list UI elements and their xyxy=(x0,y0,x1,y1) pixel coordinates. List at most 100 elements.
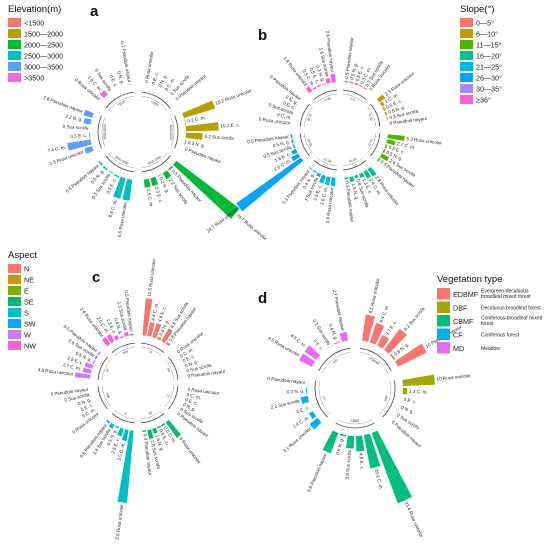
group-arc xyxy=(97,115,102,149)
bar-label-a-0-1: 0 E. c. xyxy=(151,71,160,85)
bar-c-7-5 xyxy=(129,333,134,336)
bar-label-d-2-3: 3.9 Sus scrofa xyxy=(345,450,352,480)
legend-label: 2000—2500 xyxy=(24,41,63,50)
bar-b-3-3 xyxy=(354,174,359,179)
bar-a-3-2 xyxy=(113,173,120,178)
group-arc xyxy=(299,133,310,157)
bar-d-3-4 xyxy=(306,387,308,395)
group-arc-inner xyxy=(108,153,135,169)
bar-d-0-5 xyxy=(394,343,427,367)
bar-c-7-2 xyxy=(113,335,120,341)
bar-label-c-5-2: 0 E. c. xyxy=(80,402,94,412)
legend-desc: Deciduous broadleaf forest xyxy=(481,305,541,311)
bar-label-c-4-0: 22.6 Rusa unicolor xyxy=(114,503,124,540)
legend-label: 30—35° xyxy=(476,85,502,94)
bar-d-2-1 xyxy=(363,433,381,469)
bar-label-d-0-1: 6.4 C. m. xyxy=(378,304,390,323)
legend-swatch xyxy=(8,297,21,306)
panel-letter-c: c xyxy=(92,269,100,286)
bar-label-d-4-1: 4.5 C. m. xyxy=(290,333,308,349)
legend-swatch xyxy=(8,330,21,339)
bar-d-2-5 xyxy=(322,430,339,454)
bar-b-1-2 xyxy=(382,106,386,112)
group-arc-inner xyxy=(108,95,135,111)
group-label: E xyxy=(166,394,171,398)
bar-label-d-4-4: 0.4 N. g. xyxy=(328,323,339,341)
group-arc xyxy=(142,91,171,109)
bar-label-c-2-1: 0 C. m. xyxy=(186,392,202,400)
bar-label-d-1-0: 10 Rusa unicolor xyxy=(436,373,471,382)
bar-a-3-4 xyxy=(102,165,108,171)
bar-label-b-7-2: 0.5 E. c. xyxy=(309,67,321,84)
legend-swatch xyxy=(437,342,450,354)
bar-label-d-0-2: 3.7 E. c. xyxy=(385,319,398,336)
bar-d-2-3 xyxy=(346,435,355,449)
legend-swatch xyxy=(460,84,473,93)
group-label: 3000-3500 xyxy=(103,124,107,139)
group-label: DBF xyxy=(383,394,389,401)
legend-swatch xyxy=(437,315,450,327)
bar-label-c-6-1: 2.7 C. m. xyxy=(62,362,81,371)
group-arc xyxy=(335,422,375,429)
group-label: MD xyxy=(332,358,339,365)
group-arc xyxy=(359,347,392,372)
group-arc xyxy=(370,133,381,157)
bar-label-c-1-4: 0 Sus scrofa xyxy=(186,363,212,374)
group-arc-inner xyxy=(170,117,175,147)
legend-label: NE xyxy=(24,276,34,285)
bar-c-0-5 xyxy=(165,341,171,347)
bar-a-1-0 xyxy=(182,100,216,118)
legend-label: NW xyxy=(24,342,36,351)
bar-label-b-1-2: 0.5 E. c. xyxy=(385,98,402,110)
bar-label-d-2-4: 0.5 N. g. xyxy=(335,437,344,455)
bar-d-4-0 xyxy=(299,353,316,367)
group-label: 21-25 xyxy=(323,157,332,164)
bar-c-7-4 xyxy=(123,331,129,337)
bar-d-4-4 xyxy=(333,341,341,345)
bar-label-d-3-4: 0.3 N. g. xyxy=(287,388,305,394)
legend-label: 2500—3000 xyxy=(24,52,63,61)
bar-label-b-4-0: 2.6 Rusa unicolor xyxy=(325,187,335,224)
bar-a-2-0 xyxy=(173,160,240,219)
bar-label-b-2-3: 0.5 N. g. xyxy=(386,150,404,162)
bar-label-a-0-2: 0 N. g. xyxy=(157,74,167,88)
bar-b-5-3 xyxy=(292,144,296,149)
bar-c-6-2 xyxy=(84,362,94,369)
bar-label-b-2-1: 2.7 C. m. xyxy=(397,141,416,150)
bar-c-4-4 xyxy=(108,422,115,429)
legend-label: 0—5° xyxy=(476,19,494,28)
bar-a-2-3 xyxy=(156,173,162,177)
bar-b-0-1 xyxy=(349,81,354,84)
bar-label-c-3-2: 0.5 E. c. xyxy=(158,428,170,445)
bar-d-2-4 xyxy=(339,433,347,437)
bar-label-a-2-0: 24.7 Rusa unicolor xyxy=(235,213,268,242)
bar-label-c-0-2: 4.6 E. c. xyxy=(157,305,167,323)
bar-d-0-4 xyxy=(389,353,396,360)
legend-swatch xyxy=(8,264,21,273)
bar-label-c-5-4: 0 Sus scrofa xyxy=(64,392,90,403)
bar-label-b-5-5: 0.5 Pseudois nayaur xyxy=(247,134,290,144)
bar-label-b-4-1: 2.6 C. m. xyxy=(319,186,328,205)
bar-label-d-1-2: 0 E. c. xyxy=(403,397,417,405)
group-arc xyxy=(168,386,179,410)
group-label: SW xyxy=(105,392,111,398)
bar-label-c-2-2: 0 E. c. xyxy=(184,397,198,406)
group-arc-inner xyxy=(318,381,331,415)
bar-c-0-4 xyxy=(161,328,173,344)
group-arc-inner xyxy=(165,385,175,407)
group-arc xyxy=(168,356,179,380)
group-arc-inner xyxy=(342,93,364,103)
bar-c-6-3 xyxy=(92,359,96,365)
bar-label-b-6-3: 0 E. c. xyxy=(282,100,296,110)
bar-d-3-0 xyxy=(309,417,322,430)
bar-d-0-2 xyxy=(377,334,390,349)
legend-swatch xyxy=(8,319,21,328)
bar-b-5-0 xyxy=(236,157,304,212)
group-label: <1500 xyxy=(150,99,160,107)
bar-a-5-5 xyxy=(127,84,133,86)
bar-b-3-1 xyxy=(363,169,371,179)
